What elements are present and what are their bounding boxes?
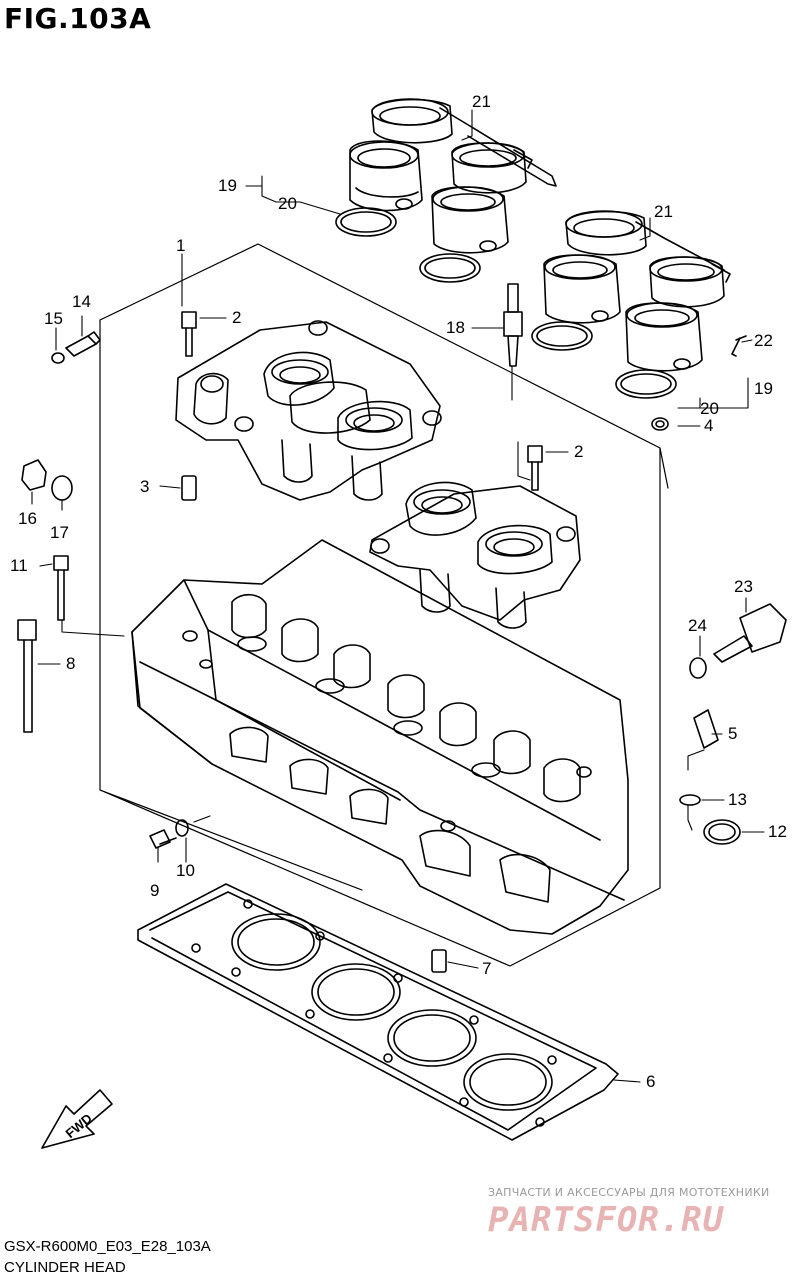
fwd-arrow-icon — [41, 1089, 113, 1149]
washer-10 — [175, 819, 189, 837]
callout-1: 1 — [176, 236, 185, 255]
gasket-17 — [51, 475, 73, 501]
callout-24: 24 — [688, 616, 707, 635]
dowel-7 — [431, 949, 447, 973]
fitting-14 — [65, 331, 101, 357]
callout-13: 13 — [728, 790, 747, 809]
callout-15: 15 — [44, 309, 63, 328]
bolt-2-lower — [527, 445, 543, 491]
leader-lines — [31, 109, 765, 1083]
watermark-tagline: ЗАПЧАСТИ И АКСЕССУАРЫ ДЛЯ МОТОТЕХНИКИ — [488, 1186, 770, 1199]
callout-labels: 21 19 20 21 1 2 14 15 18 22 19 20 4 2 3 … — [10, 92, 787, 1091]
callout-19-lower: 19 — [754, 379, 773, 398]
callout-10: 10 — [176, 861, 195, 880]
assembly-outline-box — [99, 243, 669, 967]
callout-23: 23 — [734, 577, 753, 596]
callout-2-lower: 2 — [574, 442, 583, 461]
callout-21-upper: 21 — [472, 92, 491, 111]
callout-14: 14 — [72, 292, 91, 311]
callout-4: 4 — [704, 416, 713, 435]
watermark-logo: PARTSFOR.RU — [488, 1200, 725, 1240]
callout-3: 3 — [140, 477, 149, 496]
cylinder-head-body — [131, 539, 629, 935]
o-ring-13 — [679, 794, 701, 806]
figure-name: CYLINDER HEAD — [4, 1259, 126, 1276]
callout-18: 18 — [446, 318, 465, 337]
callout-19-upper: 19 — [218, 176, 237, 195]
fwd-label: FWD — [63, 1111, 95, 1142]
callout-20-lower: 20 — [700, 399, 719, 418]
figure-title: FIG.103A — [4, 2, 152, 35]
callout-7: 7 — [482, 959, 491, 978]
callout-5: 5 — [728, 724, 737, 743]
o-ring-12 — [703, 819, 741, 845]
cylinder-head-gasket — [137, 883, 619, 1141]
callout-22: 22 — [754, 331, 773, 350]
washer-24 — [689, 657, 707, 679]
bolt-11 — [53, 555, 69, 621]
bolt-9 — [149, 829, 177, 849]
intake-holder-upper — [175, 320, 442, 501]
dowel-3 — [181, 475, 197, 501]
intake-boot-set-upper — [335, 98, 557, 283]
intake-holder-lower — [369, 481, 581, 629]
callout-20-upper: 20 — [278, 194, 297, 213]
callout-12: 12 — [768, 822, 787, 841]
callout-17: 17 — [50, 523, 69, 542]
intake-boot-set-lower — [531, 210, 747, 431]
plug-16 — [21, 459, 47, 491]
callout-6: 6 — [646, 1072, 655, 1091]
bolt-2-upper — [181, 311, 197, 357]
bolt-8 — [17, 619, 37, 733]
callout-11: 11 — [10, 556, 28, 575]
figure-code: GSX-R600M0_E03_E28_103A — [4, 1238, 211, 1255]
callout-9: 9 — [150, 881, 159, 900]
dowel-5 — [693, 709, 719, 749]
callout-2-upper: 2 — [232, 308, 241, 327]
washer-15 — [51, 352, 65, 364]
callout-16: 16 — [18, 509, 37, 528]
callout-8: 8 — [66, 654, 75, 673]
callout-21-lower: 21 — [654, 202, 673, 221]
sensor-23 — [713, 603, 787, 663]
spark-plug-18 — [503, 283, 523, 367]
